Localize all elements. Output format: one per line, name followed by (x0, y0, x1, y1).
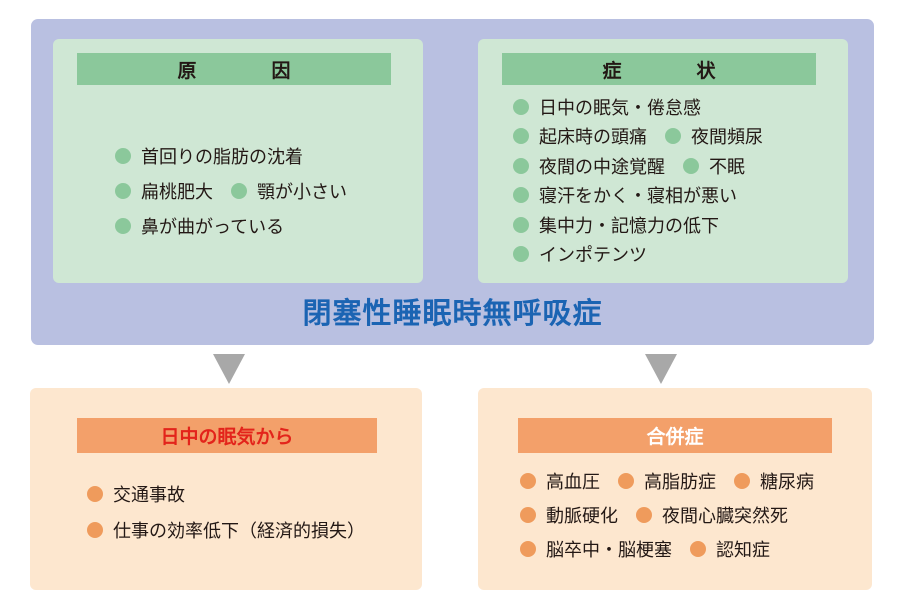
list-item: 糖尿病 (734, 468, 814, 494)
list-item: 起床時の頭痛 (513, 123, 647, 149)
list-item: インポテンツ (513, 241, 647, 267)
item-label: 顎が小さい (257, 181, 347, 203)
complications-box: 合併症 高血圧 高脂肪症 糖尿病動脈硬化 夜間心臓突然死脳卒中・脳梗塞 認知症 (478, 388, 872, 590)
list-item: 仕事の効率低下（経済的損失） (87, 517, 365, 543)
list-row: 起床時の頭痛 夜間頻尿 (513, 122, 781, 152)
list-row: 扁桃肥大 顎が小さい (115, 173, 365, 208)
causes-box: 原 因 首回りの脂肪の沈着扁桃肥大 顎が小さい鼻が曲がっている (53, 39, 423, 283)
item-label: 集中力・記憶力の低下 (539, 215, 719, 237)
list-row: 交通事故 (87, 476, 383, 512)
item-label: 糖尿病 (760, 472, 814, 493)
bullet-dot-icon (87, 522, 103, 538)
complications-list: 高血圧 高脂肪症 糖尿病動脈硬化 夜間心臓突然死脳卒中・脳梗塞 認知症 (520, 464, 832, 566)
complications-header: 合併症 (518, 418, 832, 453)
list-row: 夜間の中途覚醒 不眠 (513, 151, 781, 181)
bullet-dot-icon (734, 473, 750, 489)
bullet-dot-icon (513, 157, 529, 174)
causes-list: 首回りの脂肪の沈着扁桃肥大 顎が小さい鼻が曲がっている (115, 138, 365, 243)
list-row: 脳卒中・脳梗塞 認知症 (520, 532, 832, 566)
list-item: 扁桃肥大 (115, 178, 213, 204)
list-row: 高血圧 高脂肪症 糖尿病 (520, 464, 832, 498)
bullet-dot-icon (87, 486, 103, 502)
down-arrow-right (645, 354, 677, 384)
list-item: 高脂肪症 (618, 468, 716, 494)
list-item: 集中力・記憶力の低下 (513, 212, 719, 238)
bullet-dot-icon (513, 128, 529, 145)
bullet-dot-icon (231, 182, 247, 199)
symptoms-list: 日中の眠気・倦怠感起床時の頭痛 夜間頻尿夜間の中途覚醒 不眠寝汗をかく・寝相が悪い集… (513, 92, 781, 269)
item-label: 夜間心臓突然死 (662, 506, 788, 527)
list-item: 首回りの脂肪の沈着 (115, 143, 303, 169)
bullet-dot-icon (513, 216, 529, 233)
bullet-dot-icon (115, 182, 131, 199)
item-label: 夜間頻尿 (691, 127, 763, 149)
bullet-dot-icon (513, 187, 529, 204)
list-row: 鼻が曲がっている (115, 208, 365, 243)
bullet-dot-icon (665, 128, 681, 145)
item-label: 高血圧 (546, 472, 600, 493)
list-item: 認知症 (690, 536, 770, 562)
syndrome-panel: 原 因 首回りの脂肪の沈着扁桃肥大 顎が小さい鼻が曲がっている 症 状 日中の眠気… (31, 19, 874, 345)
item-label: 交通事故 (113, 485, 185, 506)
down-arrow-left (213, 354, 245, 384)
list-row: 寝汗をかく・寝相が悪い (513, 181, 781, 211)
item-label: 認知症 (716, 540, 770, 561)
bullet-dot-icon (683, 157, 699, 174)
item-label: インポテンツ (539, 245, 647, 267)
item-label: 仕事の効率低下（経済的損失） (113, 521, 365, 542)
list-item: 寝汗をかく・寝相が悪い (513, 182, 737, 208)
symptoms-box: 症 状 日中の眠気・倦怠感起床時の頭痛 夜間頻尿夜間の中途覚醒 不眠寝汗をかく・寝相… (478, 39, 848, 283)
item-label: 夜間の中途覚醒 (539, 156, 665, 178)
item-label: 動脈硬化 (546, 506, 618, 527)
list-row: 動脈硬化 夜間心臓突然死 (520, 498, 832, 532)
bullet-dot-icon (690, 541, 706, 557)
item-label: 鼻が曲がっている (141, 216, 285, 238)
bullet-dot-icon (520, 507, 536, 523)
bullet-dot-icon (115, 147, 131, 164)
bullet-dot-icon (513, 98, 529, 115)
item-label: 首回りの脂肪の沈着 (141, 146, 303, 168)
list-row: 日中の眠気・倦怠感 (513, 92, 781, 122)
item-label: 寝汗をかく・寝相が悪い (539, 186, 737, 208)
list-row: 仕事の効率低下（経済的損失） (87, 512, 383, 548)
list-item: 夜間頻尿 (665, 123, 763, 149)
list-item: 交通事故 (87, 481, 185, 507)
list-item: 不眠 (683, 153, 745, 179)
list-item: 日中の眠気・倦怠感 (513, 94, 701, 120)
item-label: 不眠 (709, 156, 745, 178)
list-row: インポテンツ (513, 240, 781, 270)
list-item: 脳卒中・脳梗塞 (520, 536, 672, 562)
item-label: 日中の眠気・倦怠感 (539, 97, 701, 119)
bullet-dot-icon (618, 473, 634, 489)
item-label: 脳卒中・脳梗塞 (546, 540, 672, 561)
list-item: 動脈硬化 (520, 502, 618, 528)
list-item: 鼻が曲がっている (115, 213, 284, 239)
main-title: 閉塞性睡眠時無呼吸症 (302, 296, 603, 330)
daytime-effects-box: 日中の眠気から 交通事故仕事の効率低下（経済的損失） (30, 388, 422, 590)
list-row: 首回りの脂肪の沈着 (115, 138, 365, 173)
bullet-dot-icon (520, 541, 536, 557)
list-item: 高血圧 (520, 468, 600, 494)
list-item: 夜間の中途覚醒 (513, 153, 665, 179)
bullet-dot-icon (115, 217, 131, 234)
symptoms-header: 症 状 (502, 53, 816, 85)
list-item: 夜間心臓突然死 (636, 502, 788, 528)
item-label: 扁桃肥大 (141, 181, 213, 203)
bullet-dot-icon (520, 473, 536, 489)
bullet-dot-icon (636, 507, 652, 523)
list-row: 集中力・記憶力の低下 (513, 210, 781, 240)
item-label: 高脂肪症 (644, 472, 716, 493)
list-item: 顎が小さい (231, 178, 347, 204)
item-label: 起床時の頭痛 (539, 127, 647, 149)
daytime-header: 日中の眠気から (77, 418, 377, 453)
causes-header: 原 因 (77, 53, 391, 85)
bullet-dot-icon (513, 246, 529, 263)
daytime-list: 交通事故仕事の効率低下（経済的損失） (87, 476, 383, 548)
